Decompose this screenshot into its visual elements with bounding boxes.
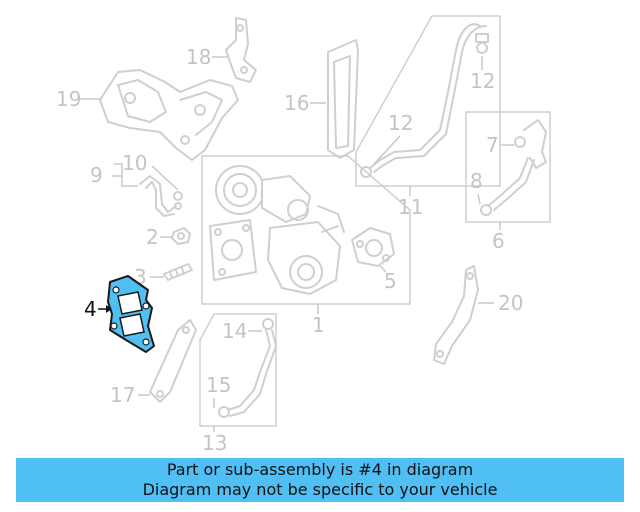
part-20-bracket — [433, 265, 479, 365]
callout-15: 15 — [206, 373, 231, 397]
callout-5: 5 — [384, 269, 397, 293]
callout-10: 10 — [122, 151, 147, 175]
callout-8: 8 — [470, 169, 483, 193]
callout-13: 13 — [202, 431, 227, 455]
part-10-hose — [139, 175, 183, 217]
callout-9: 9 — [90, 163, 103, 187]
part-6-oil-return-group — [465, 111, 551, 223]
part-17-bracket — [149, 319, 197, 403]
part-18-bracket — [225, 17, 257, 83]
part-11-oil-feed-group — [355, 15, 501, 187]
callout-2: 2 — [146, 225, 159, 249]
callout-14: 14 — [222, 319, 247, 343]
part-2-nut — [171, 227, 191, 245]
callout-17: 17 — [110, 383, 135, 407]
callout-19: 19 — [56, 87, 81, 111]
callout-20: 20 — [498, 291, 523, 315]
callout-6: 6 — [492, 229, 505, 253]
callout-4: 4 — [84, 297, 97, 321]
callout-18: 18 — [186, 45, 211, 69]
banner-line-1: Part or sub-assembly is #4 in diagram — [166, 460, 474, 479]
part-3-stud — [163, 263, 193, 281]
info-banner: Part or sub-assembly is #4 in diagram Di… — [16, 458, 624, 502]
banner-line-2: Diagram may not be specific to your vehi… — [142, 480, 498, 499]
callout-12-b: 12 — [388, 111, 413, 135]
callout-7: 7 — [486, 133, 499, 157]
callout-16: 16 — [284, 91, 309, 115]
part-1-turbocharger — [201, 155, 411, 305]
part-4-gasket-highlighted — [107, 275, 155, 353]
part-5-actuator — [351, 227, 395, 267]
callout-12-a: 12 — [470, 69, 495, 93]
part-19-exhaust-manifold — [99, 69, 239, 161]
part-16-heat-shield — [327, 39, 359, 159]
part-13-coolant-line-group — [199, 313, 277, 427]
callout-1: 1 — [312, 313, 325, 337]
